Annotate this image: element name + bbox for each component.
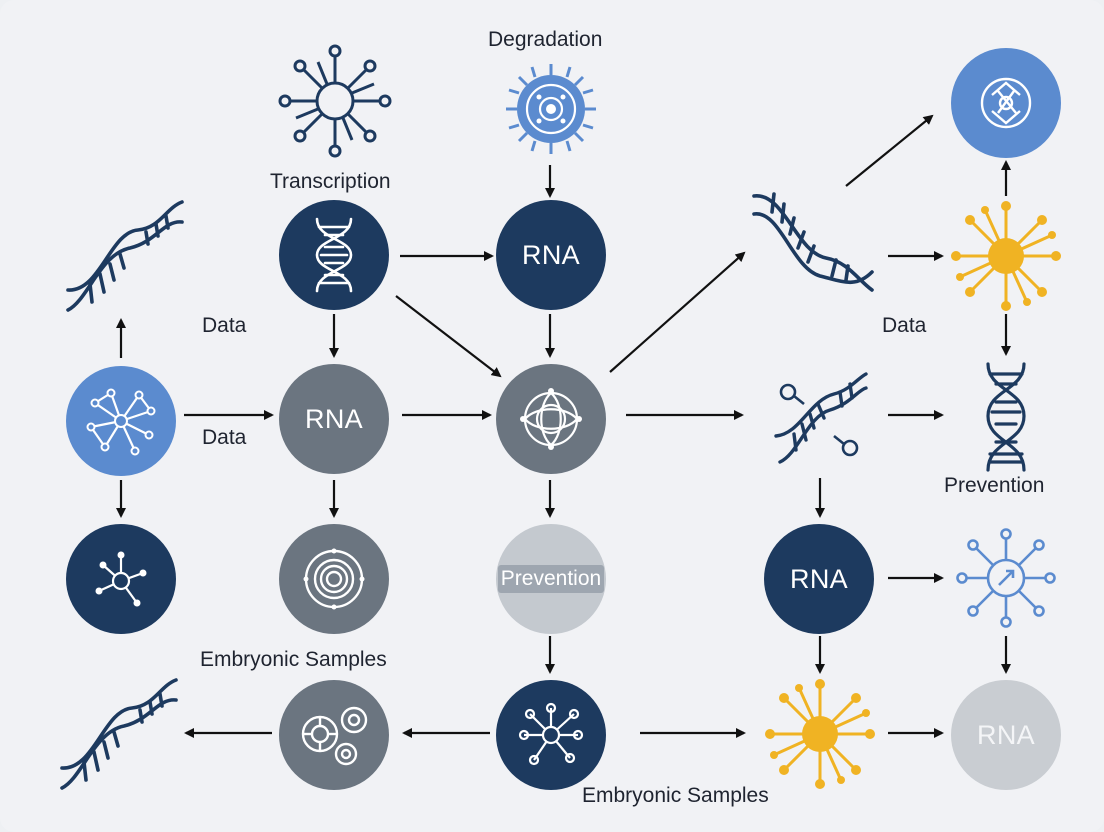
rna-middle-label: RNA: [305, 403, 363, 434]
gear-cell-icon: [506, 64, 596, 154]
prevention-center-label: Prevention: [497, 565, 605, 593]
label-data-left: Data: [202, 314, 247, 337]
rna-top-label: RNA: [522, 239, 580, 270]
blue-network-node: [951, 48, 1061, 158]
rna-right-label: RNA: [790, 563, 848, 594]
arrow-transcription-to-hub: [395, 295, 502, 378]
molecule-network-icon: [95, 551, 147, 607]
sun-molecule-icon: [951, 201, 1061, 311]
arrow-dna-right-to-blue: [845, 114, 934, 187]
rna-bottom-right-node: RNA: [951, 680, 1061, 790]
dna-molecule-icon: [774, 372, 868, 464]
prevention-center-node: Prevention: [496, 524, 606, 634]
dna-helix-icon: [60, 678, 178, 790]
dna-icon: [315, 217, 353, 293]
rna-bottom-right-label: RNA: [977, 719, 1035, 750]
rna-middle-node: RNA: [279, 364, 389, 474]
label-prevention-right: Prevention: [944, 474, 1045, 497]
dna-vertical-icon: [986, 362, 1026, 472]
target-rings-icon: [303, 548, 365, 610]
cells-icon: [301, 706, 368, 766]
transcription-node: [279, 200, 389, 310]
central-hub-node: [496, 364, 606, 474]
network-node-icon: [956, 528, 1056, 628]
network-hub-icon: [86, 388, 156, 456]
label-degradation: Degradation: [488, 28, 603, 51]
network-node-left: [66, 524, 176, 634]
label-transcription: Transcription: [270, 170, 391, 193]
bottom-hub-node: [496, 680, 606, 790]
label-data-right: Data: [882, 314, 927, 337]
exchange-icon: [980, 77, 1032, 129]
rna-right-node: RNA: [764, 524, 874, 634]
sun-molecule-icon: [765, 679, 875, 789]
label-embryonic-samples-bottom: Embryonic Samples: [582, 784, 769, 807]
cells-node: [279, 680, 389, 790]
crosshair-icon: [520, 388, 582, 450]
network-icon: [518, 702, 584, 766]
data-hub-node: [66, 366, 176, 476]
dna-helix-icon: [66, 200, 184, 312]
dna-helix-icon: [752, 192, 874, 292]
rna-top-node: RNA: [496, 200, 606, 310]
arrow-hub-to-dna-right: [609, 251, 746, 373]
target-node: [279, 524, 389, 634]
label-data-mid: Data: [202, 426, 247, 449]
label-embryonic-samples-left: Embryonic Samples: [200, 648, 387, 671]
virus-network-icon: [278, 44, 392, 158]
